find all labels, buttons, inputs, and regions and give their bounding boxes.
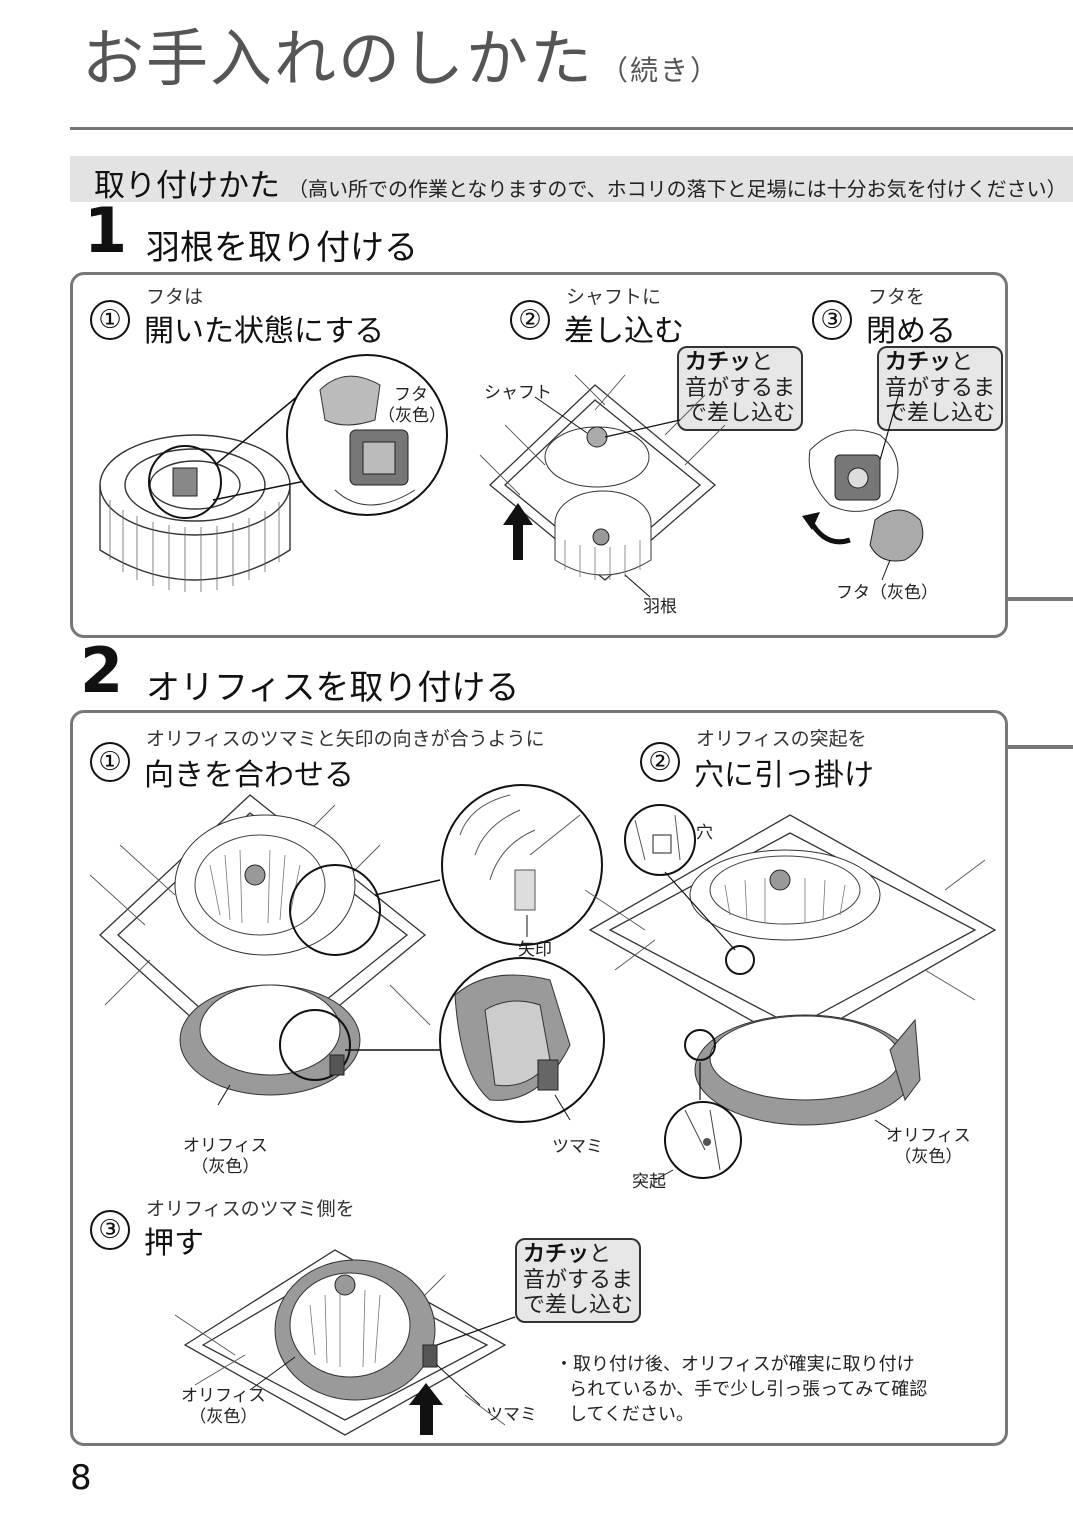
- step1-sub3-lid-label: フタ（灰色）: [836, 583, 938, 603]
- callout-rest: と: [951, 350, 974, 375]
- orifice-label-color: （灰色）: [189, 1407, 258, 1428]
- step2-sub3-orifice-label: オリフィス （灰色）: [181, 1386, 266, 1429]
- section-title-text: 取り付けかた: [94, 168, 280, 204]
- step2-title: オリフィスを取り付ける: [146, 668, 520, 708]
- note-line3: してください。: [569, 1403, 694, 1425]
- callout-bold: カチッ: [685, 350, 752, 375]
- step1-number: 1: [84, 194, 128, 267]
- step2-number: 2: [80, 634, 124, 707]
- orifice-hook-illustration: [585, 800, 1000, 1180]
- page-title-sub: （続き）: [600, 54, 721, 87]
- callout-bold: カチッ: [885, 350, 952, 375]
- orifice-label-text: オリフィス: [183, 1136, 268, 1156]
- step2-sub2-protrusion-label: 突起: [632, 1172, 666, 1192]
- orifice-alignment-illustration: [90, 785, 610, 1135]
- step1-sub1-num: ①: [90, 300, 130, 340]
- step1-sub2-big: 差し込む: [564, 314, 684, 349]
- section-note: （高い所での作業となりますので、ホコリの落下と足場には十分お気を付けください）: [288, 177, 1067, 201]
- step2-sub1-big: 向きを合わせる: [144, 758, 354, 793]
- callout-line3: で差し込む: [523, 1293, 634, 1319]
- callout-bold: カチッ: [523, 1242, 590, 1267]
- step2-sub3-note: ・取り付け後、オリフィスが確実に取り付け られているか、手で少し引っ張ってみて確…: [555, 1353, 927, 1427]
- step2-sub1-knob-label: ツマミ: [552, 1137, 603, 1157]
- step2-sub3-knob-label: ツマミ: [486, 1405, 537, 1425]
- step1-sub3-num: ③: [812, 300, 852, 340]
- orifice-label-text: オリフィス: [181, 1386, 266, 1406]
- lid-label-color: （灰色）: [378, 406, 446, 427]
- page-title-main: お手入れのしかた: [82, 22, 595, 95]
- orifice-label-color: （灰色）: [894, 1147, 963, 1168]
- callout-line1: カチッと: [685, 350, 795, 376]
- step1-sub2-num: ②: [510, 300, 550, 340]
- step2-sub3-small: オリフィスのツマミ側を: [146, 1198, 355, 1220]
- orifice-push-illustration: [175, 1245, 520, 1440]
- step1-sub3-callout: カチッと 音がするま で差し込む: [877, 346, 1004, 432]
- fan-wheel-open-lid-illustration: [95, 350, 455, 620]
- callout-rest: と: [589, 1242, 612, 1267]
- step2-sub2-small: オリフィスの突起を: [696, 728, 867, 750]
- step2-sub1-orifice-label: オリフィス （灰色）: [183, 1136, 268, 1179]
- fan-onto-shaft-illustration: [475, 375, 735, 610]
- callout-line1: カチッと: [885, 350, 995, 376]
- step1-sub3-small: フタを: [868, 286, 926, 308]
- step2-sub1-small: オリフィスのツマミと矢印の向きが合うように: [146, 728, 545, 750]
- step1-sub1-lid-label: フタ （灰色）: [378, 385, 446, 428]
- section-title: 取り付けかた （高い所での作業となりますので、ホコリの落下と足場には十分お気を付け…: [94, 160, 1067, 205]
- note-line1: ・取り付け後、オリフィスが確実に取り付け: [555, 1354, 915, 1375]
- callout-line2: 音がするま: [523, 1267, 634, 1293]
- step1-sub2-shaft-label: シャフト: [484, 383, 552, 403]
- close-lid-illustration: [802, 420, 990, 580]
- step2-sub3-big: 押す: [144, 1226, 204, 1261]
- step1-sub1-big: 開いた状態にする: [144, 314, 385, 349]
- orifice-label-color: （灰色）: [191, 1157, 260, 1178]
- section-band: [70, 156, 1073, 202]
- side-tab-1: [1005, 597, 1073, 601]
- step1-sub2-fan-label: 羽根: [643, 597, 677, 617]
- callout-line3: で差し込む: [685, 401, 796, 427]
- step2-sub2-num: ②: [640, 742, 680, 782]
- orifice-label-text: オリフィス: [886, 1126, 971, 1146]
- page-number: 8: [70, 1458, 92, 1498]
- step1-sub2-small: シャフトに: [566, 286, 662, 308]
- step2-sub2-hole-label: 穴: [696, 823, 713, 843]
- step1-title: 羽根を取り付ける: [146, 228, 418, 268]
- step2-sub1-num: ①: [90, 742, 130, 782]
- step2-sub2-big: 穴に引っ掛け: [694, 758, 874, 793]
- page-title: お手入れのしかた（続き）: [82, 22, 720, 96]
- step1-sub3-big: 閉める: [866, 314, 956, 349]
- callout-line1: カチッと: [523, 1242, 633, 1268]
- step1-sub2-callout: カチッと 音がするま で差し込む: [677, 346, 804, 432]
- side-tab-2: [1005, 745, 1073, 749]
- callout-line2: 音がするま: [885, 375, 996, 401]
- title-rule: [70, 127, 1073, 130]
- callout-line3: で差し込む: [885, 401, 996, 427]
- step2-sub2-orifice-label: オリフィス （灰色）: [886, 1126, 971, 1169]
- callout-rest: と: [751, 350, 774, 375]
- lid-label-text: フタ: [394, 385, 428, 405]
- note-line2: られているか、手で少し引っ張ってみて確認: [569, 1378, 928, 1400]
- step2-sub3-callout: カチッと 音がするま で差し込む: [515, 1238, 642, 1324]
- step2-sub3-num: ③: [90, 1210, 130, 1250]
- step1-sub1-small: フタは: [146, 286, 204, 308]
- step2-sub1-arrow-label: 矢印: [518, 940, 552, 960]
